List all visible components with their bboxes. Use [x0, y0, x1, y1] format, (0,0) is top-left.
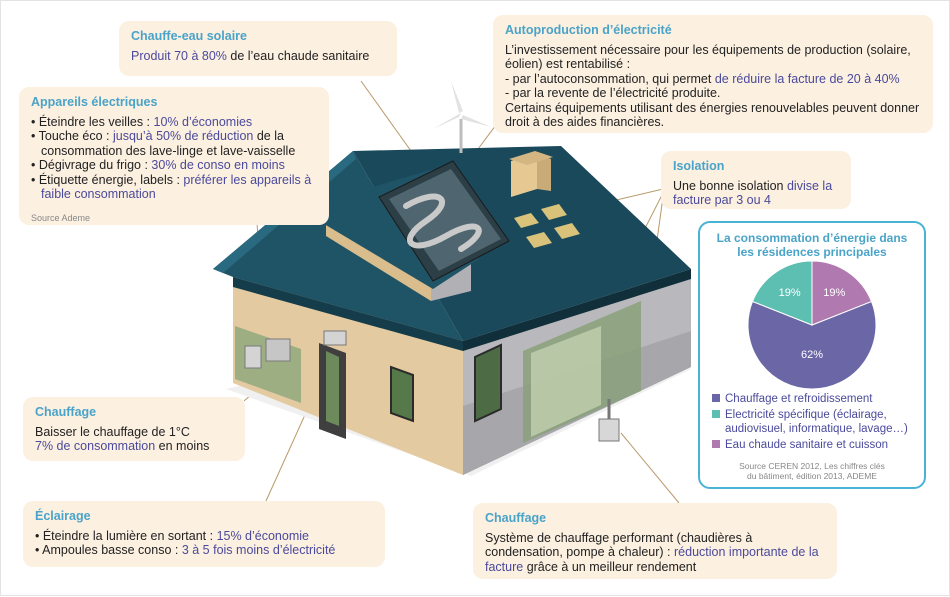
legend-item-electricity: Electricité spécifique (éclairage, audio…	[712, 409, 921, 436]
auto-p4: Certains équipements utilisant des énerg…	[505, 100, 920, 130]
appareils-item: • Étiquette énergie, labels : préférer l…	[31, 172, 312, 202]
pie-label-hot-water: 19%	[823, 287, 845, 299]
chauffage1-line2: 7% de consommation en moins	[35, 439, 210, 453]
isolation-text: Une bonne isolation divise la facture pa…	[673, 178, 833, 208]
wind-turbine-blade	[451, 81, 463, 113]
callout-insulation: Isolation Une bonne isolation divise la …	[661, 151, 851, 209]
chauffage2-title: Chauffage	[485, 511, 547, 525]
callout-electrical-appliances: Appareils électriques • Éteindre les vei…	[19, 87, 329, 225]
appareils-title: Appareils électriques	[31, 95, 158, 109]
auto-p2: - par l’autoconsommation, qui permet de …	[505, 71, 900, 86]
legend-item-hot-water: Eau chaude sanitaire et cuisson	[712, 439, 888, 453]
appareils-source: Source Ademe	[31, 213, 91, 223]
eclairage-item: • Ampoules basse conso : 3 à 5 fois moin…	[35, 543, 336, 557]
callout-heating-system: Chauffage Système de chauffage performan…	[473, 503, 837, 579]
solar-title: Chauffe-eau solaire	[131, 29, 248, 43]
energy-pie-chart: La consommation d’énergie dans les résid…	[698, 221, 926, 489]
pv-panel	[514, 213, 539, 228]
legend-swatch	[712, 440, 720, 448]
pie-label-heating: 62%	[801, 349, 823, 361]
callout-lighting: Éclairage • Éteindre la lumière en sorta…	[23, 501, 385, 567]
callout-solar-water-heater: Chauffe-eau solaire Produit 70 à 80% de …	[119, 21, 397, 76]
legend-swatch	[712, 394, 720, 402]
auto-title: Autoproduction d’électricité	[505, 23, 672, 37]
appareils-item: • Touche éco : jusqu’à 50% de réduction …	[31, 129, 296, 158]
appareils-item: • Éteindre les veilles : 10% d’économies	[31, 114, 253, 129]
legend-swatch	[712, 410, 720, 418]
chart-title: La consommation d’énergie dans les résid…	[716, 231, 908, 259]
wind-turbine-blade	[433, 113, 461, 129]
front-window	[390, 365, 414, 423]
pie-label-electricity: 19%	[779, 287, 801, 299]
side-window	[474, 343, 502, 423]
pv-panel	[541, 204, 567, 220]
isolation-title: Isolation	[673, 159, 725, 173]
pie-slice-hot-water	[811, 260, 873, 326]
stove	[265, 338, 291, 362]
callout-heating-thermostat: Chauffage Baisser le chauffage de 1°C 7%…	[23, 397, 245, 461]
leader-chauffage2	[620, 432, 680, 504]
appareils-item: • Dégivrage du frigo : 30% de conso en m…	[31, 158, 285, 172]
auto-p3: - par la revente de l’électricité produi…	[505, 86, 721, 100]
eclairage-item: • Éteindre la lumière en sortant : 15% d…	[35, 528, 309, 543]
pie-slice-heating	[747, 300, 877, 390]
solar-text: Produit 70 à 80% de l’eau chaude sanitai…	[131, 48, 370, 63]
legend-item-heating: Chauffage et refroidissement	[712, 393, 872, 407]
door-lamp	[323, 330, 347, 346]
washing-machine	[244, 345, 262, 369]
solar-coil	[403, 193, 482, 252]
wind-turbine-blade	[461, 115, 491, 127]
pie-svg: 62% 19% 19%	[747, 260, 877, 390]
pv-panel	[526, 232, 552, 248]
chauffage2-text: Système de chauffage performant (chaudiè…	[485, 530, 819, 574]
chauffage1-line1: Baisser le chauffage de 1°C	[35, 424, 190, 439]
pv-panel	[554, 223, 580, 239]
roof-left	[213, 151, 463, 341]
boiler	[598, 418, 620, 442]
chart-source: Source CEREN 2012, Les chiffres clés du …	[739, 461, 885, 481]
chauffage1-title: Chauffage	[35, 405, 97, 419]
pie-slice-electricity	[751, 260, 813, 326]
eclairage-title: Éclairage	[35, 509, 91, 523]
callout-self-production: Autoproduction d’électricité L’investiss…	[493, 15, 933, 133]
auto-p1: L’investissement nécessaire pour les équ…	[505, 42, 911, 72]
chimney	[511, 153, 537, 197]
